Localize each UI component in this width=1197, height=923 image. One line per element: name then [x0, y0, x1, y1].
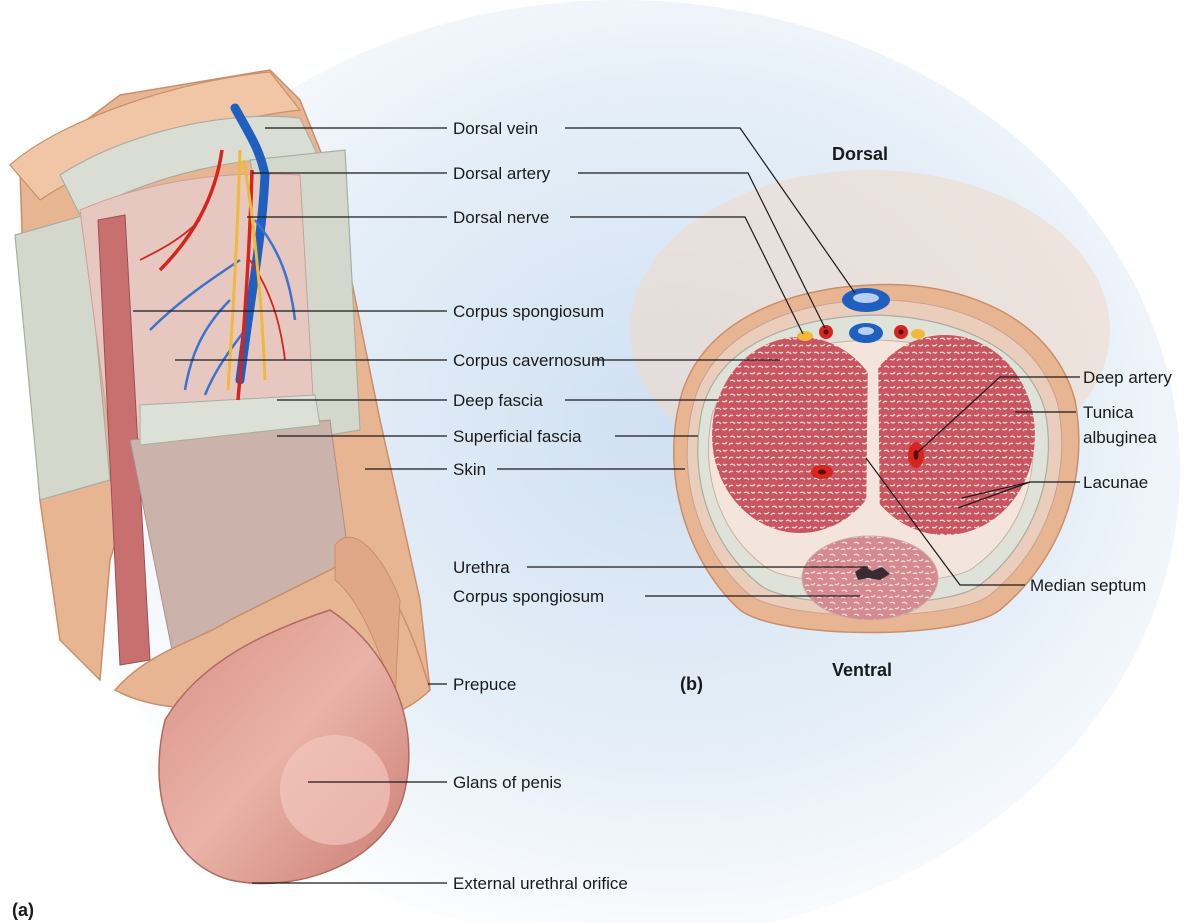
label-superficial-fascia: Superficial fascia	[453, 427, 582, 446]
label-albuginea: albuginea	[1083, 428, 1157, 447]
dorsal-artery-right-lumen	[899, 330, 904, 335]
deep-dorsal-vein-lumen	[858, 327, 874, 335]
cross-section-dorsal-nerve-right	[911, 329, 925, 339]
right-corpus-cavernosum	[855, 335, 1035, 535]
orientation-dorsal: Dorsal	[832, 144, 888, 164]
label-skin: Skin	[453, 460, 486, 479]
label-glans-of-penis: Glans of penis	[453, 773, 562, 792]
label-dorsal-vein: Dorsal vein	[453, 119, 538, 138]
panel-b-drawing	[630, 170, 1110, 633]
label-corpus-spongiosum-a: Corpus spongiosum	[453, 302, 604, 321]
label-tunica: Tunica	[1083, 403, 1134, 422]
label-prepuce: Prepuce	[453, 675, 516, 694]
label-corpus-spongiosum-b: Corpus spongiosum	[453, 587, 604, 606]
label-lacunae: Lacunae	[1083, 473, 1148, 492]
label-corpus-cavernosum: Corpus cavernosum	[453, 351, 605, 370]
label-dorsal-artery: Dorsal artery	[453, 164, 551, 183]
orientation-ventral: Ventral	[832, 660, 892, 680]
label-dorsal-nerve: Dorsal nerve	[453, 208, 549, 227]
label-median-septum: Median septum	[1030, 576, 1146, 595]
label-external-urethral-orifice: External urethral orifice	[453, 874, 628, 893]
label-deep-fascia: Deep fascia	[453, 391, 543, 410]
panel-a-label: (a)	[12, 900, 34, 920]
panel-b-label: (b)	[680, 674, 703, 694]
label-deep-artery: Deep artery	[1083, 368, 1172, 387]
median-septum-tissue	[866, 345, 880, 530]
cross-section-dorsal-nerve-left	[797, 331, 813, 341]
dorsal-artery-left-lumen	[824, 330, 829, 335]
glans-highlight	[280, 735, 390, 845]
label-urethra: Urethra	[453, 558, 510, 577]
left-deep-artery-lumen	[818, 470, 826, 475]
superficial-dorsal-vein-lumen	[853, 293, 879, 303]
